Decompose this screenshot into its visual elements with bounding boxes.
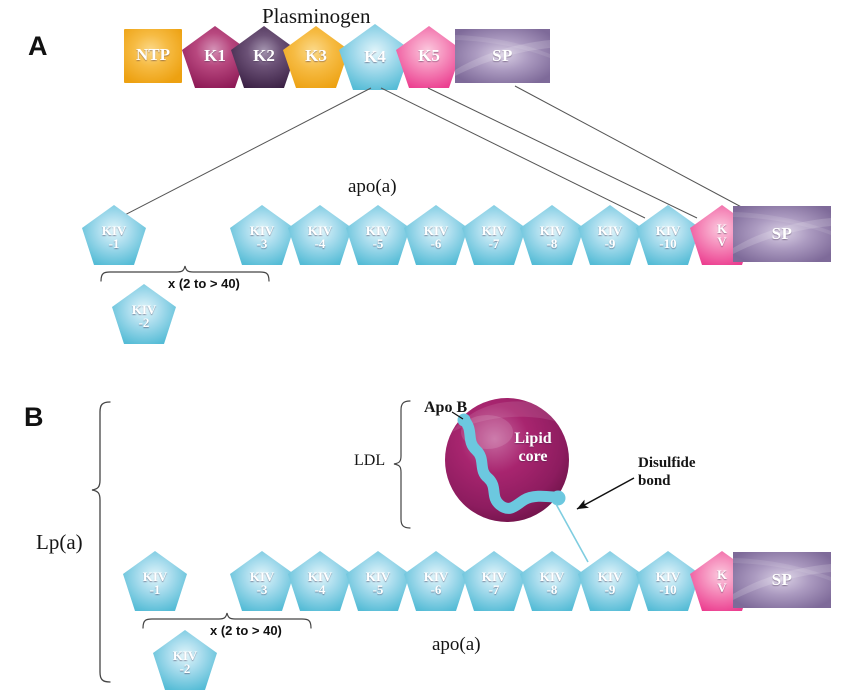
domain-sp-a[interactable] (455, 29, 550, 83)
apoa-a-kiv9[interactable] (578, 205, 642, 265)
domain-k3[interactable] (283, 26, 349, 88)
apob-leader (451, 411, 464, 420)
apo-b-chain[interactable] (457, 413, 566, 514)
domain-k1[interactable] (182, 26, 248, 88)
disulfide-label: Disulfide bond (638, 455, 696, 490)
apoa-b-kiv10[interactable] (636, 551, 700, 611)
domain-k2[interactable] (231, 26, 297, 88)
apoa-a-kiv2[interactable] (112, 284, 176, 344)
apoa-b-kiv8[interactable] (520, 551, 584, 611)
repeat-label-b: x (2 to > 40) (210, 623, 282, 638)
repeat-brace-b (142, 612, 312, 629)
plasminogen-title: Plasminogen (262, 4, 371, 28)
apoa-b-kiv9[interactable] (578, 551, 642, 611)
apoa-a-kiv1[interactable] (82, 205, 146, 265)
disulfide-arrow (576, 477, 635, 510)
apoa-b-kiv5[interactable] (346, 551, 410, 611)
apoa-label-a: apo(a) (348, 176, 397, 197)
domain-k4[interactable] (339, 24, 411, 90)
apoa-b-kiv2[interactable] (153, 630, 217, 690)
apoa-label-b: apo(a) (432, 634, 481, 655)
disulfide-bond-line (555, 503, 589, 563)
connector-lines-a (118, 85, 763, 219)
lpa-brace (91, 401, 111, 683)
disulfide-line2: bond (638, 472, 671, 489)
apoa-b-kiv4[interactable] (288, 551, 352, 611)
apoa-b-sp[interactable] (733, 552, 831, 608)
apoa-b-kiv3[interactable] (230, 551, 294, 611)
apoa-a-kiv8[interactable] (520, 205, 584, 265)
apoa-a-kiv10[interactable] (636, 205, 700, 265)
panel-letter-a: A (28, 31, 48, 61)
apoa-row-b (123, 551, 831, 690)
apob-label: Apo B (424, 399, 468, 416)
connector-sp (514, 85, 763, 219)
domain-ntp[interactable] (124, 29, 182, 83)
domain-k5[interactable] (396, 26, 462, 88)
ldl-label: LDL (354, 452, 386, 469)
apoa-a-kiv6[interactable] (404, 205, 468, 265)
apoa-a-kiv5[interactable] (346, 205, 410, 265)
apoa-b-kiv1[interactable] (123, 551, 187, 611)
apoa-row-a (82, 205, 831, 344)
connector-k5 (427, 87, 698, 219)
connector-k4-right (380, 87, 646, 219)
apoa-a-sp[interactable] (733, 206, 831, 262)
repeat-label-a: x (2 to > 40) (168, 276, 240, 291)
apoa-a-kiv4[interactable] (288, 205, 352, 265)
apoa-b-kiv7[interactable] (462, 551, 526, 611)
panel-letter-b: B (24, 402, 44, 432)
plasminogen-row (124, 24, 550, 90)
repeat-brace-a (100, 265, 270, 282)
apoa-b-kiv6[interactable] (404, 551, 468, 611)
lpa-label: Lp(a) (36, 530, 83, 554)
ldl-brace (393, 400, 411, 529)
apoa-a-kiv7[interactable] (462, 205, 526, 265)
apoa-a-kiv3[interactable] (230, 205, 294, 265)
connector-k4-left (118, 87, 372, 219)
disulfide-line1: Disulfide (638, 455, 696, 471)
sphere-sheen (452, 401, 575, 432)
